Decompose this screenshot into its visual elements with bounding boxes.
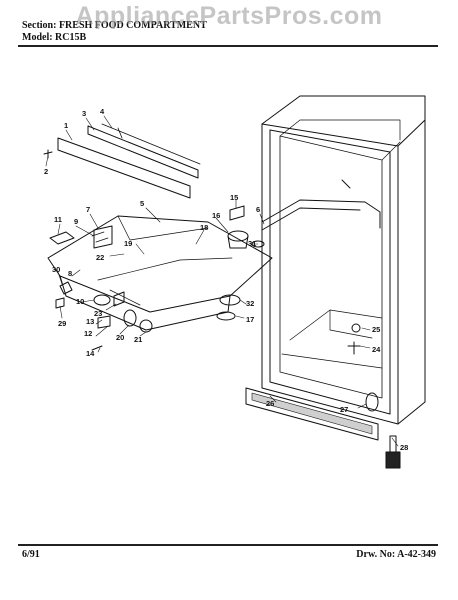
hinge-cover <box>365 392 379 412</box>
callout-7: 7 <box>86 205 90 214</box>
callout-5: 5 <box>140 199 144 208</box>
callout-numbers: 1 2 3 4 5 6 7 8 9 10 11 12 13 14 15 16 1… <box>44 107 408 452</box>
callout-29: 29 <box>58 319 66 328</box>
callout-25: 25 <box>372 325 380 334</box>
callout-10: 10 <box>76 297 84 306</box>
callout-17: 17 <box>246 315 254 324</box>
cold-control <box>91 231 109 243</box>
model-value: RC15B <box>55 32 87 43</box>
switch <box>49 231 75 245</box>
footer-date: 6/91 <box>22 549 40 560</box>
callout-12: 12 <box>84 329 92 338</box>
callout-22: 22 <box>96 253 104 262</box>
leveling-leg <box>385 435 401 469</box>
callout-30: 30 <box>52 265 60 274</box>
cabinet-liner <box>261 95 426 425</box>
callout-13: 13 <box>86 317 94 326</box>
section-heading: Section: FRESH FOOD COMPARTMENT <box>22 20 207 32</box>
callout-26: 26 <box>266 399 274 408</box>
callout-9: 9 <box>74 217 78 226</box>
footer-drawing-number: Drw. No: A-42-349 <box>356 549 436 560</box>
section-value: FRESH FOOD COMPARTMENT <box>58 20 207 31</box>
callout-19: 19 <box>124 239 132 248</box>
model-label: Model: <box>22 32 53 43</box>
thermostat <box>93 225 113 249</box>
callout-1: 1 <box>64 121 68 130</box>
callout-31: 31 <box>248 239 256 248</box>
callout-18: 18 <box>200 223 208 232</box>
nut <box>55 297 65 309</box>
dial <box>93 294 111 306</box>
callout-11: 11 <box>54 215 62 224</box>
grille <box>245 387 379 441</box>
fastener-25 <box>351 323 361 333</box>
callout-16: 16 <box>212 211 220 220</box>
callout-20: 20 <box>116 333 124 342</box>
callout-8: 8 <box>68 269 72 278</box>
callout-23: 23 <box>94 309 102 318</box>
callout-21: 21 <box>134 335 142 344</box>
shelf-rail <box>261 179 381 231</box>
fastener-14 <box>91 345 103 351</box>
trim-strips <box>57 123 201 199</box>
leader-lines <box>45 115 399 447</box>
knob <box>123 309 137 327</box>
header-rule <box>18 45 438 47</box>
callout-27: 27 <box>340 405 348 414</box>
model-heading: Model: RC15B <box>22 32 86 44</box>
callout-6: 6 <box>256 205 260 214</box>
clip <box>59 281 73 295</box>
lamp-ring <box>216 311 236 321</box>
spring <box>97 315 111 329</box>
callout-3: 3 <box>82 109 86 118</box>
retainer <box>113 291 125 307</box>
callout-32: 32 <box>246 299 254 308</box>
section-label: Section: <box>22 20 57 31</box>
callout-24: 24 <box>372 345 381 354</box>
control-housing <box>47 215 273 331</box>
callout-15: 15 <box>230 193 238 202</box>
callout-28: 28 <box>400 443 408 452</box>
callout-2: 2 <box>44 167 48 176</box>
screw-24 <box>347 341 361 355</box>
callout-4: 4 <box>100 107 105 116</box>
footer-rule <box>18 544 438 546</box>
callout-14: 14 <box>86 349 95 358</box>
lamp-socket <box>227 230 265 249</box>
bracket <box>229 205 245 221</box>
